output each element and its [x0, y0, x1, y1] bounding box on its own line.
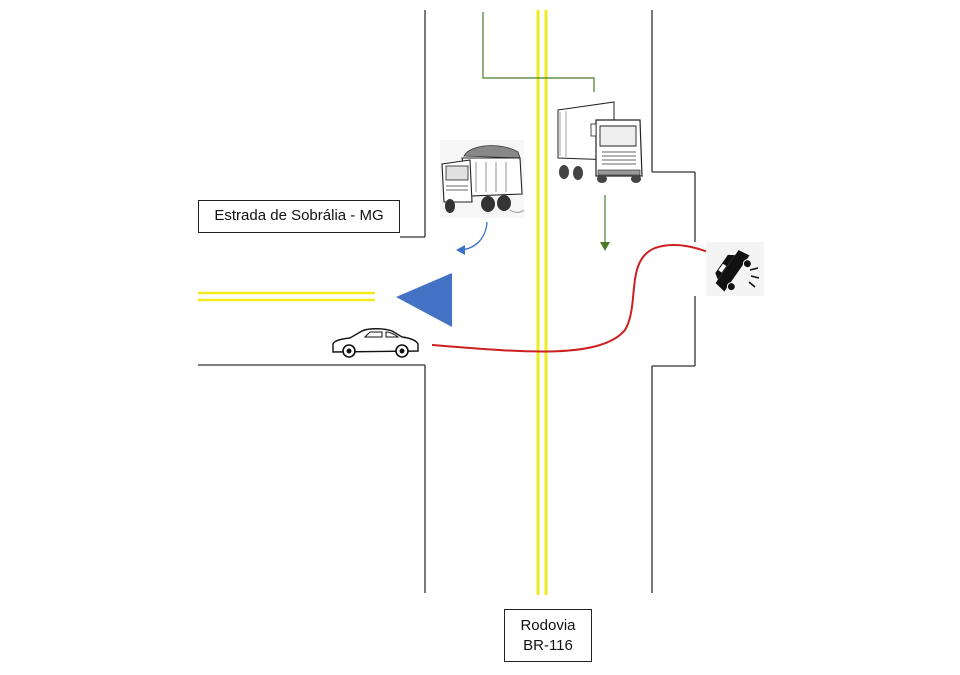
right-road-edges: [652, 171, 696, 367]
side-road-center-line: [198, 291, 375, 302]
semi-truck-icon: [557, 101, 643, 183]
highway-edges: [424, 10, 653, 593]
side-road-edges: [198, 236, 425, 366]
dump-truck-icon: [440, 140, 525, 218]
car-path: [431, 244, 709, 353]
highway-label-line2: BR-116: [523, 637, 573, 654]
overturned-car-icon: [706, 242, 764, 296]
highway-center-line: [536, 10, 548, 595]
car-icon: [330, 326, 420, 360]
side-road-label: Estrada de Sobrália - MG: [198, 200, 400, 233]
marker-triangle: [396, 273, 452, 327]
truck-route: [482, 12, 610, 251]
highway-label: Rodovia BR-116: [504, 609, 592, 662]
highway-label-line1: Rodovia: [520, 617, 576, 634]
dump-truck-turn-arrow: [456, 221, 488, 255]
